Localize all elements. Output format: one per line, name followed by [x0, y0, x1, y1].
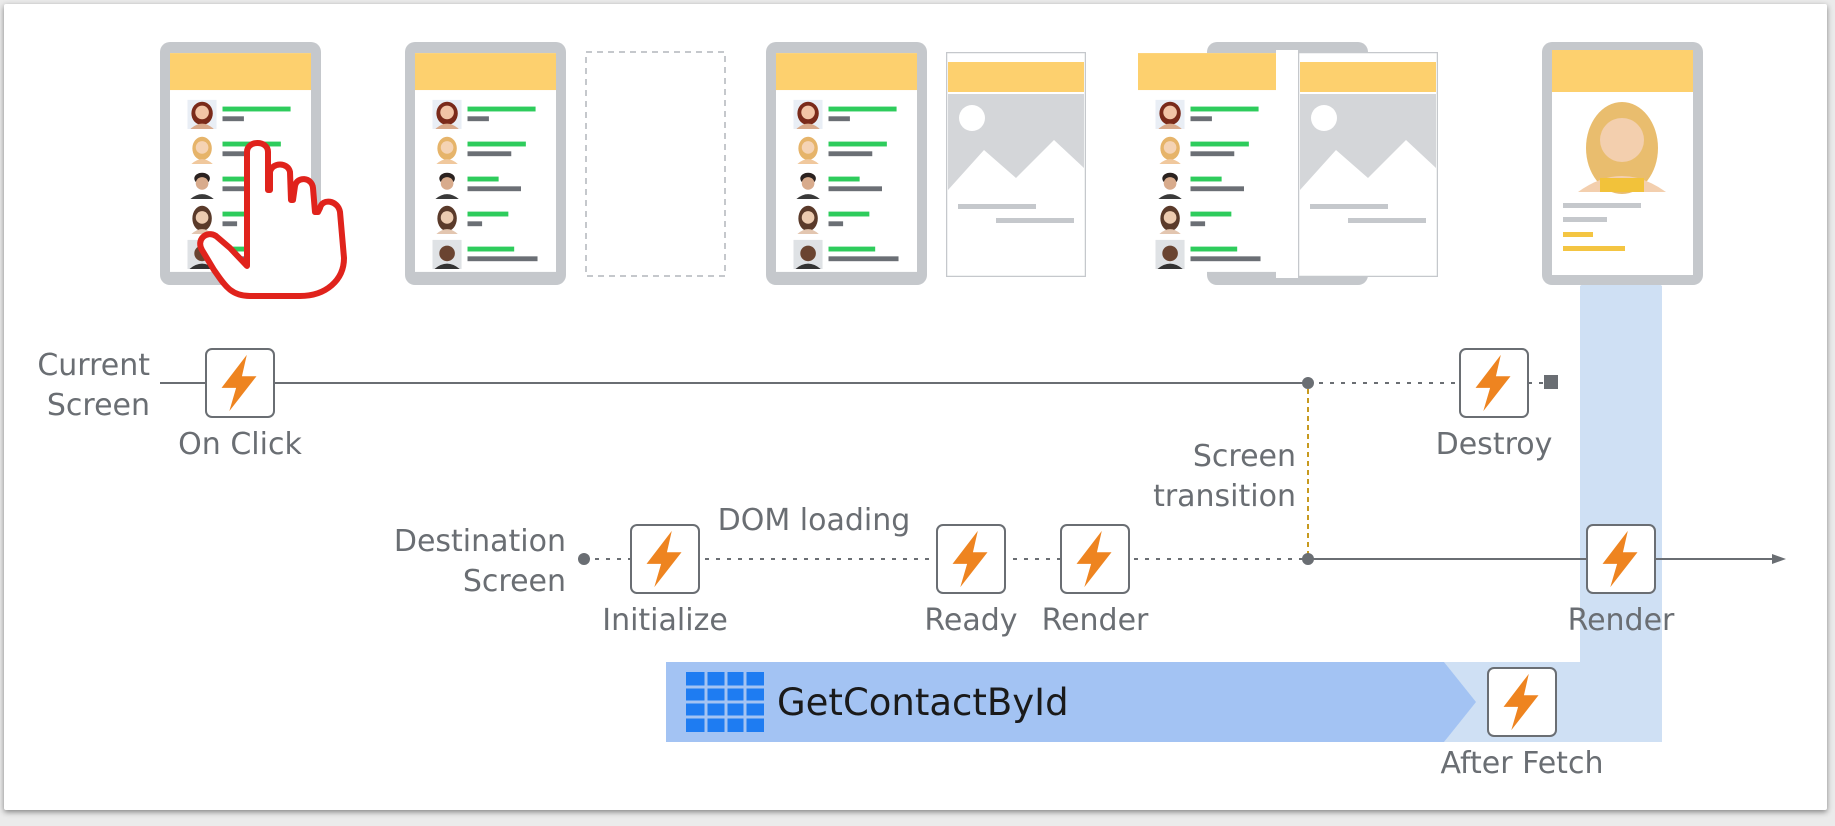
mockup-transition-start — [405, 42, 726, 285]
pointing-hand-icon — [197, 140, 347, 299]
event-initialize: Initialize — [602, 524, 728, 638]
dom-loading-label: DOM loading — [718, 503, 911, 538]
event-ready-label: Ready — [924, 603, 1017, 638]
current-screen-end-marker — [1544, 375, 1558, 389]
contact-photo — [1578, 102, 1666, 194]
destination-screen-label-line2: Screen — [463, 564, 566, 599]
event-after-fetch: After Fetch — [1441, 667, 1604, 781]
destination-screen-label-line1: Destination — [394, 524, 566, 559]
timeline-arrowhead — [1772, 554, 1786, 564]
transition-point-top — [1302, 377, 1314, 389]
screen-transition-label-line2: transition — [1153, 479, 1296, 514]
event-destroy: Destroy — [1436, 348, 1553, 462]
event-render: Render — [1042, 524, 1149, 638]
event-render-label: Render — [1042, 603, 1149, 638]
aggregate-bar — [666, 662, 1476, 742]
event-render-final-label: Render — [1568, 603, 1675, 638]
mockup-destination-screen — [1542, 42, 1703, 285]
aggregate-name: GetContactById — [777, 681, 1069, 724]
mockup-transition-loading — [766, 42, 1086, 285]
event-render-final: Render — [1568, 524, 1675, 638]
event-destroy-label: Destroy — [1436, 427, 1553, 462]
current-screen-label-line1: Current — [37, 348, 150, 383]
screen-transition-label-line1: Screen — [1193, 439, 1296, 474]
event-initialize-label: Initialize — [602, 603, 728, 638]
mockup-transition-overlap — [1138, 42, 1438, 285]
event-on-click-label: On Click — [178, 427, 302, 462]
table-grid-icon — [686, 672, 764, 732]
event-on-click: On Click — [178, 348, 302, 462]
event-ready: Ready — [924, 524, 1018, 638]
event-after-fetch-label: After Fetch — [1441, 746, 1604, 781]
fetch-result-band — [1444, 252, 1662, 742]
current-screen-label-line2: Screen — [47, 388, 150, 423]
